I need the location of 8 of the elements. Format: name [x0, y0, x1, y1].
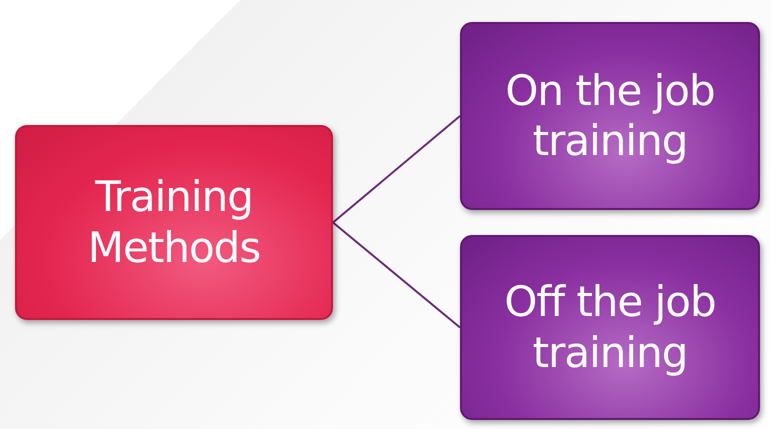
rounded-box: [460, 22, 760, 210]
box-label: Training Methods: [86, 172, 262, 273]
connector-line: [332, 115, 461, 224]
connector-line: [332, 222, 461, 328]
box-label: On the job training: [504, 66, 716, 166]
box-label: Off the job training: [503, 277, 717, 378]
rounded-box: [460, 235, 760, 420]
rounded-box: [15, 125, 333, 320]
